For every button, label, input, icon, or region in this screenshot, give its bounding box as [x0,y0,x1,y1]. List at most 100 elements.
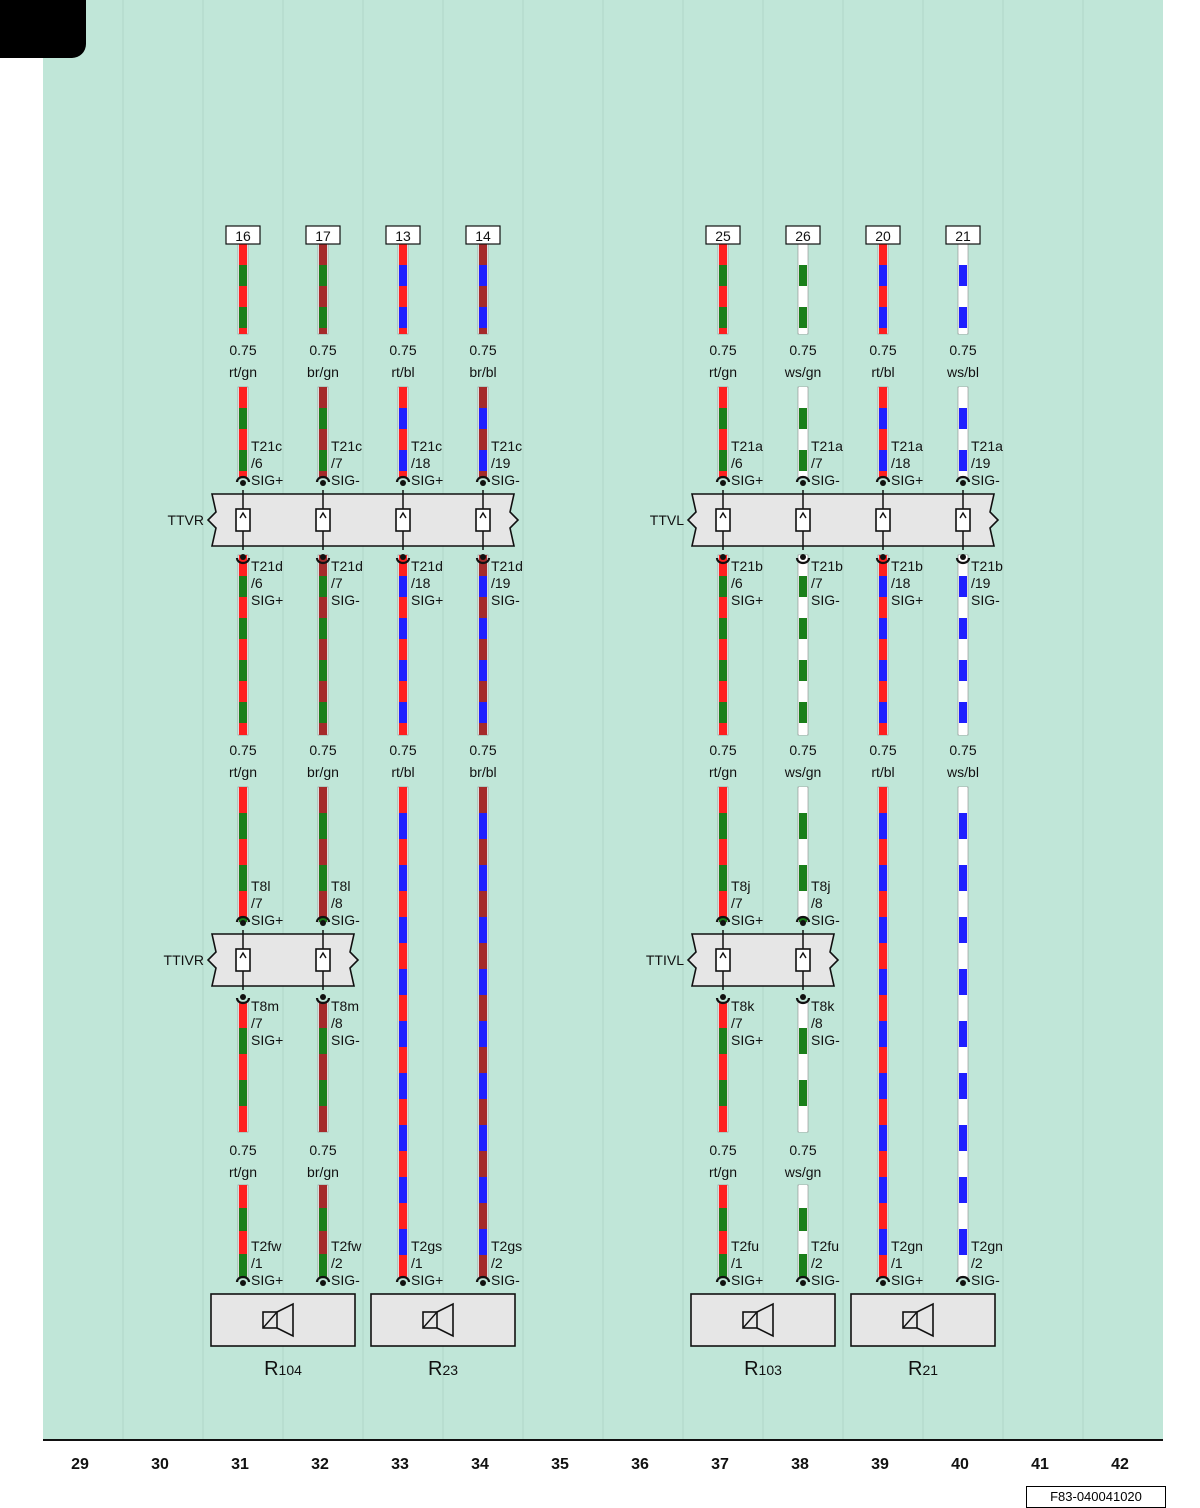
pin-connector-label: T21a [811,438,843,454]
connector-pin-arrow [319,951,327,959]
contact-arc [715,997,731,1005]
wire-stripe [799,839,807,865]
wire-stripe [479,450,487,471]
wire-color-label: rt/bl [391,764,414,780]
pin-signal-label: SIG+ [251,472,283,488]
wire-stripe [319,1080,327,1106]
pin-connector-label: T8l [331,878,350,894]
wire-size-label: 0.75 [229,342,256,358]
wire-stripe [239,1106,247,1132]
contact-dot [400,480,406,486]
wire-stripe [719,1106,727,1132]
pin-signal-label: SIG+ [251,1032,283,1048]
column-number: 42 [1111,1456,1129,1473]
wire-stripe [959,1021,967,1047]
column-number: 31 [231,1456,249,1473]
wire-size-label: 0.75 [949,742,976,758]
wire-stripe [879,471,887,478]
terminal-frame [865,225,901,245]
wire-size-label: 0.75 [229,1142,256,1158]
pin-signal-label: SIG- [331,592,360,608]
pin-signal-label: SIG+ [731,472,763,488]
connector-pin-arrow [239,951,247,959]
wire-stripe [319,244,327,265]
wire-stripe [719,917,727,922]
wire-stripe [319,450,327,471]
pin-number-label: /19 [491,455,511,471]
pin-signal-label: SIG+ [731,1272,763,1288]
wire-stripe [319,307,327,328]
wire-stripe [799,429,807,450]
column-number: 29 [71,1456,89,1473]
wire-stripe [399,1099,407,1125]
contact-arc [235,997,251,1005]
connector-pin-socket [795,508,811,532]
wire-stripe [879,328,887,334]
speaker-label-number: 21 [922,1362,938,1378]
wire-stripe [719,660,727,681]
speaker-cone [756,1302,774,1338]
wire-17 [317,1001,329,1133]
wire-stripe [879,387,887,408]
speaker-housing [850,1293,996,1347]
wire-stripe [879,618,887,639]
pin-signal-label: SIG- [331,912,360,928]
wire-stripe [399,639,407,660]
terminal-frame [945,225,981,245]
wire-stripe [879,943,887,969]
contact-dot [720,554,726,560]
speaker-label-number: 104 [279,1362,303,1378]
wire-stripe [879,1203,887,1229]
speaker-icon [902,1302,934,1338]
wire-stripe [719,813,727,839]
contact-symbol [875,554,891,565]
contact-dot [320,480,326,486]
wire-stripe [959,555,967,576]
contact-arc [955,475,971,483]
wire-stripe [319,387,327,408]
wire-stripe [959,917,967,943]
wire-stripe [879,1255,887,1278]
pin-connector-label: T21d [251,558,283,574]
pin-signal-label: SIG- [811,912,840,928]
contact-arc [235,475,251,483]
wire-stripe [799,307,807,328]
wire-stripe [959,450,967,471]
connector-pin-socket [235,948,251,972]
wire-stripe [959,891,967,917]
contact-dot [240,1280,246,1286]
pin-number-label: /7 [811,455,823,471]
wire-stripe [879,702,887,723]
pin-number-label: /7 [331,455,343,471]
contact-symbol [315,994,331,1005]
pin-number-label: /8 [331,1015,343,1031]
speaker-magnet [422,1311,438,1329]
wire-stripe [319,787,327,813]
pin-signal-label: SIG+ [731,592,763,608]
wire-stripe [319,891,327,917]
contact-dot [720,480,726,486]
wire-stripe [399,1177,407,1203]
wire-stripe [719,1208,727,1231]
connector-pin-socket [315,508,331,532]
contact-symbol [795,1275,811,1286]
column-number: 39 [871,1456,889,1473]
speaker-housing [210,1293,356,1347]
wire-stripe [879,408,887,429]
wire-stripe [399,307,407,328]
wire-stripe [239,429,247,450]
wire-stripe [239,408,247,429]
contact-arc [235,915,251,923]
wire-stripe [959,1203,967,1229]
connector-pin-arrow [799,951,807,959]
connector-name-label: TTIVR [164,952,204,968]
wire-stripe [399,660,407,681]
wire-stripe [879,555,887,576]
column-number: 35 [551,1456,569,1473]
connector-pin-arrow [799,511,807,519]
pin-number-label: /8 [331,895,343,911]
terminal-box: 20 [865,225,901,245]
contact-arc [235,557,251,565]
wire-stripe [239,471,247,478]
pin-number-label: /18 [891,575,911,591]
